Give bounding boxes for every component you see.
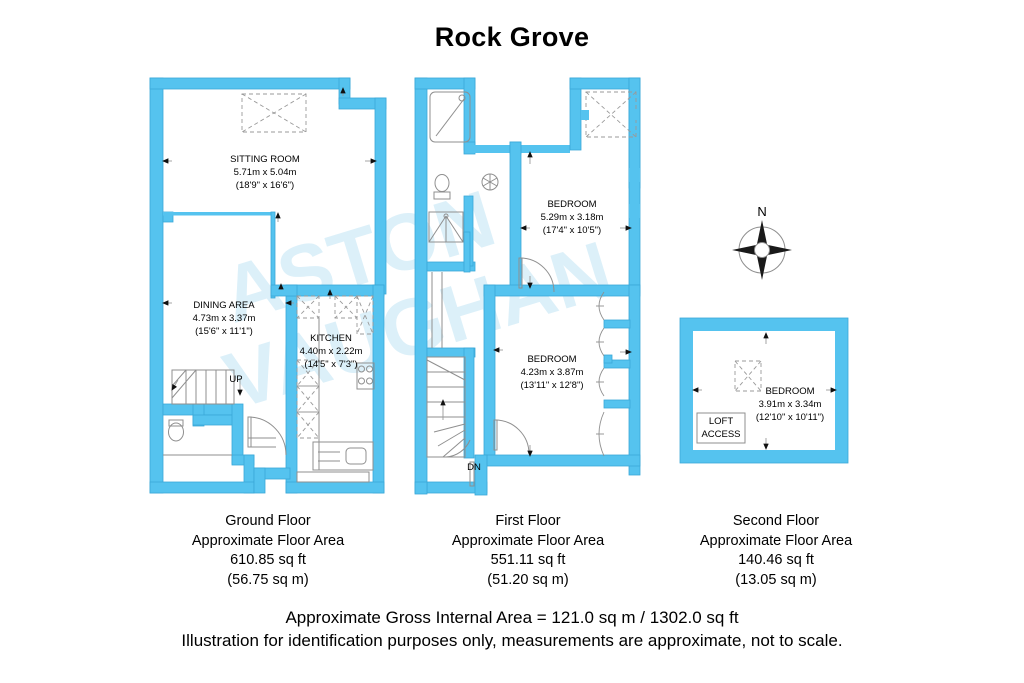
gross-internal-area-text: Approximate Gross Internal Area = 121.0 … <box>285 608 739 627</box>
first-room-labels: BEDROOM 5.29m x 3.18m (17'4" x 10'5") BE… <box>467 199 603 473</box>
caption-sqm: (13.05 sq m) <box>735 571 817 588</box>
second-floor-caption: Second Floor Approximate Floor Area 140.… <box>676 512 876 590</box>
first-floor-storage <box>581 91 638 138</box>
room-dim-imperial: (15'6" x 11'1") <box>195 326 253 337</box>
caption-title: Second Floor <box>732 513 820 529</box>
first-floor-plan: BEDROOM 5.29m x 3.18m (17'4" x 10'5") BE… <box>414 77 641 496</box>
room-dim-imperial: (17'4" x 10'5") <box>543 225 601 236</box>
room-name: BEDROOM <box>547 199 596 210</box>
first-floor-caption: First Floor Approximate Floor Area 551.1… <box>428 512 628 590</box>
dimension-arrows-second <box>692 332 837 450</box>
wc-fixtures <box>163 419 232 456</box>
room-dim-imperial: (14'5" x 7'3") <box>304 359 357 370</box>
ground-room-labels: SITTING ROOM 5.71m x 5.04m (18'9" x 16'6… <box>193 154 363 385</box>
caption-area-label: Approximate Floor Area <box>451 532 605 549</box>
caption-sqft: 551.11 sq ft <box>490 552 566 568</box>
stair-up-label: UP <box>229 374 242 385</box>
room-dim-imperial: (12'10" x 10'11") <box>756 412 824 423</box>
disclaimer-text: Illustration for identification purposes… <box>181 631 843 650</box>
caption-sqft: 610.85 sq ft <box>230 552 306 568</box>
loft-access-line1: LOFT <box>709 416 733 427</box>
second-floor-plan: LOFT ACCESS BEDROOM 3.91m x 3.34m (12'10… <box>679 317 849 464</box>
room-name: SITTING ROOM <box>230 154 300 165</box>
loft-access-line2: ACCESS <box>701 429 740 440</box>
room-dim-imperial: (18'9" x 16'6") <box>236 180 294 191</box>
room-name: KITCHEN <box>310 333 352 344</box>
bathroom-fixtures <box>428 91 499 348</box>
caption-sqm: (51.20 sq m) <box>487 571 569 588</box>
wardrobe-doors <box>596 291 605 457</box>
dimension-arrows-kitchen <box>285 289 333 306</box>
caption-sqft: 140.46 sq ft <box>738 552 814 568</box>
stair-down-label: DN <box>467 462 481 473</box>
room-dim-metric: 4.73m x 3.37m <box>193 313 256 324</box>
hall-door-swing <box>247 416 287 456</box>
ground-staircase <box>171 369 243 405</box>
caption-area-label: Approximate Floor Area <box>191 532 345 549</box>
ground-floor-plan: SITTING ROOM 5.71m x 5.04m (18'9" x 16'6… <box>149 77 387 494</box>
caption-title: First Floor <box>495 513 561 529</box>
first-staircase <box>426 356 475 487</box>
room-name: DINING AREA <box>193 300 255 311</box>
dimension-arrows-dining <box>162 212 284 306</box>
caption-title: Ground Floor <box>225 513 311 529</box>
room-name: BEDROOM <box>765 386 814 397</box>
caption-area-label: Approximate Floor Area <box>699 532 853 549</box>
page-title: Rock Grove <box>434 22 590 52</box>
ground-floor-caption: Ground Floor Approximate Floor Area 610.… <box>168 512 368 590</box>
sitting-room-feature <box>241 93 307 133</box>
room-dim-metric: 4.23m x 3.87m <box>521 367 584 378</box>
caption-sqm: (56.75 sq m) <box>227 571 309 588</box>
compass-north-label: N <box>757 204 766 219</box>
room-dim-metric: 5.29m x 3.18m <box>541 212 604 223</box>
dimension-arrows-first <box>493 151 632 457</box>
second-room-labels: BEDROOM 3.91m x 3.34m (12'10" x 10'11") <box>756 386 824 423</box>
bedroom2-door-swing <box>493 419 530 455</box>
kitchen-fixtures <box>296 295 375 483</box>
dimension-arrows-sitting <box>162 87 377 164</box>
room-dim-metric: 5.71m x 5.04m <box>234 167 297 178</box>
room-dim-metric: 3.91m x 3.34m <box>759 399 822 410</box>
room-dim-metric: 4.40m x 2.22m <box>300 346 363 357</box>
bedroom1-door-swing <box>518 257 555 293</box>
compass-rose: N <box>732 204 792 280</box>
room-name: BEDROOM <box>527 354 576 365</box>
loft-access-box: LOFT ACCESS <box>696 412 746 444</box>
room-dim-imperial: (13'11" x 12'8") <box>520 380 583 391</box>
